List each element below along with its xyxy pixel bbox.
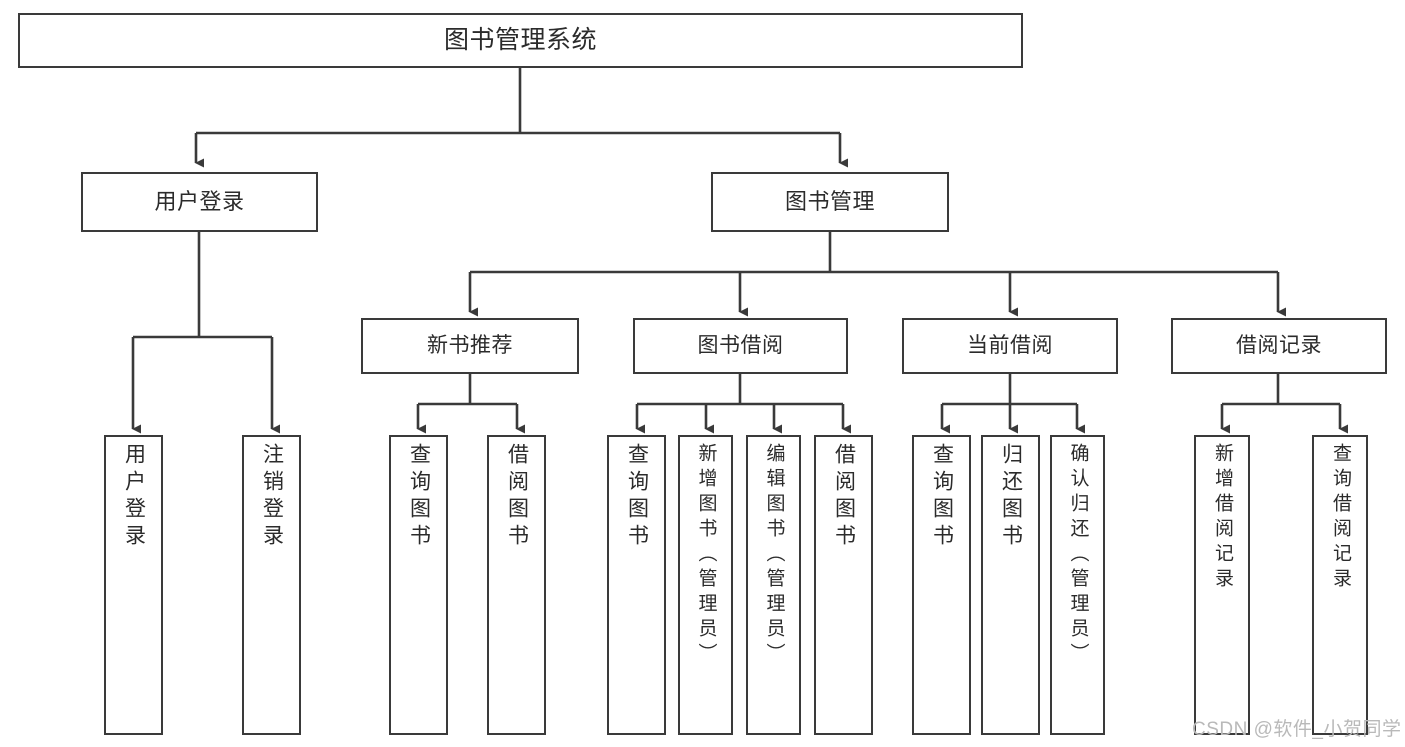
node-leaf-add-borrow-record-label: 新增借阅记录	[1211, 443, 1233, 593]
node-leaf-borrow-book-2-label: 借阅图书	[832, 443, 856, 551]
csdn-watermark: CSDN @软件_小贺同学	[1192, 719, 1402, 740]
node-leaf-user-login-label: 用户登录	[122, 443, 146, 551]
node-leaf-query-borrow-record-label: 查询借阅记录	[1329, 443, 1351, 593]
node-leaf-query-book-2-label: 查询图书	[625, 443, 649, 551]
node-leaf-user-login[interactable]: 用户登录	[104, 435, 163, 735]
node-root-label: 图书管理系统	[443, 25, 597, 54]
node-leaf-add-book-admin-label: 新增图书（管理员）	[695, 443, 717, 668]
node-leaf-logout-login[interactable]: 注销登录	[242, 435, 301, 735]
node-new-book-recommend-label: 新书推荐	[427, 333, 513, 357]
node-leaf-logout-login-label: 注销登录	[260, 443, 284, 551]
node-book-management[interactable]: 图书管理	[711, 172, 949, 232]
node-new-book-recommend[interactable]: 新书推荐	[361, 318, 579, 374]
node-root[interactable]: 图书管理系统	[18, 13, 1023, 68]
node-borrow-record[interactable]: 借阅记录	[1171, 318, 1387, 374]
node-book-borrow[interactable]: 图书借阅	[633, 318, 848, 374]
node-leaf-query-book-1[interactable]: 查询图书	[389, 435, 448, 735]
node-leaf-borrow-book-2[interactable]: 借阅图书	[814, 435, 873, 735]
node-borrow-record-label: 借阅记录	[1236, 333, 1322, 357]
node-user-login-label: 用户登录	[154, 189, 245, 215]
node-leaf-confirm-return-admin[interactable]: 确认归还（管理员）	[1050, 435, 1105, 735]
node-leaf-edit-book-admin[interactable]: 编辑图书（管理员）	[746, 435, 801, 735]
node-leaf-return-book[interactable]: 归还图书	[981, 435, 1040, 735]
node-book-management-label: 图书管理	[784, 189, 875, 215]
node-leaf-edit-book-admin-label: 编辑图书（管理员）	[763, 443, 785, 668]
node-leaf-add-book-admin[interactable]: 新增图书（管理员）	[678, 435, 733, 735]
node-leaf-query-borrow-record[interactable]: 查询借阅记录	[1312, 435, 1368, 735]
node-leaf-return-book-label: 归还图书	[999, 443, 1023, 551]
node-user-login[interactable]: 用户登录	[81, 172, 318, 232]
node-leaf-query-book-3[interactable]: 查询图书	[912, 435, 971, 735]
node-current-borrow[interactable]: 当前借阅	[902, 318, 1118, 374]
node-leaf-add-borrow-record[interactable]: 新增借阅记录	[1194, 435, 1250, 735]
node-current-borrow-label: 当前借阅	[967, 333, 1053, 357]
node-book-borrow-label: 图书借阅	[697, 333, 784, 357]
node-leaf-query-book-1-label: 查询图书	[407, 443, 431, 551]
node-leaf-borrow-book-1[interactable]: 借阅图书	[487, 435, 546, 735]
node-leaf-confirm-return-admin-label: 确认归还（管理员）	[1067, 443, 1089, 668]
node-leaf-query-book-2[interactable]: 查询图书	[607, 435, 666, 735]
node-leaf-query-book-3-label: 查询图书	[930, 443, 954, 551]
node-leaf-borrow-book-1-label: 借阅图书	[505, 443, 529, 551]
